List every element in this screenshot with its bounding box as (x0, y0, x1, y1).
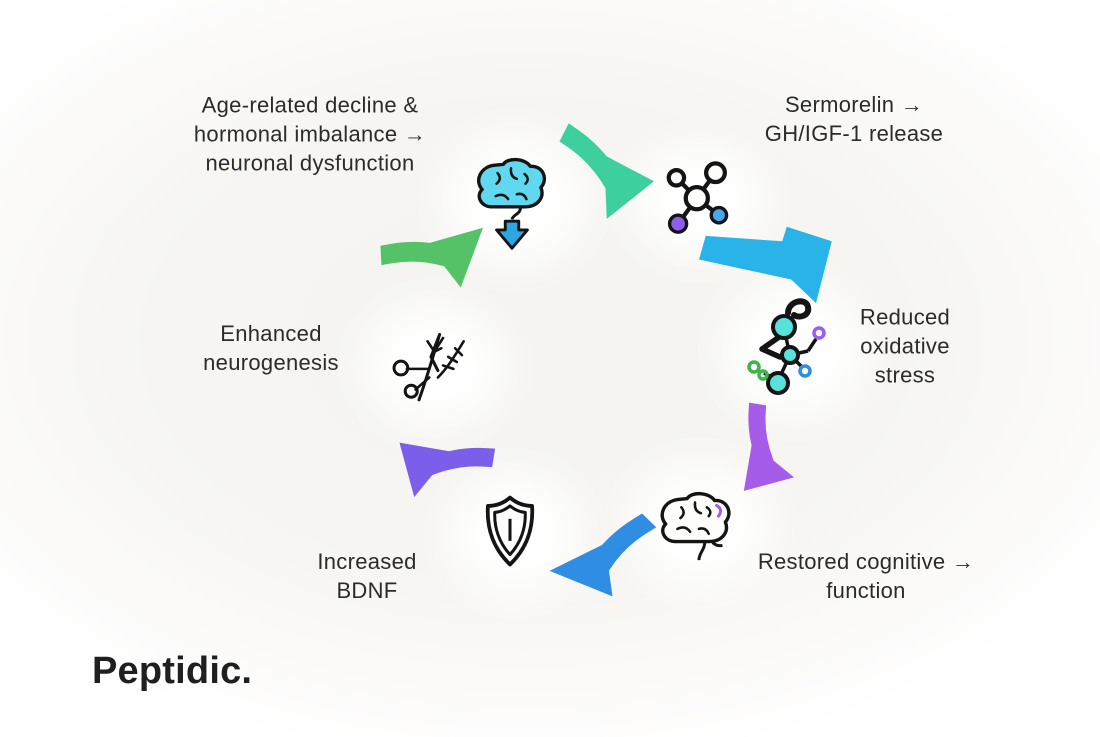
bent-arrow-down-left-icon (743, 402, 795, 491)
brain-decline-svg (477, 157, 546, 250)
label-age-related-decline: Age-related decline & hormonal imbalance… (194, 91, 426, 178)
bent-arrow-up-right-icon (380, 227, 483, 288)
neuron-dendrite-links (405, 367, 431, 391)
purple-spark (715, 503, 723, 518)
atom-cyan-mid (780, 345, 800, 365)
label-line: Restored cognitive → (757, 549, 975, 574)
brain-stem (510, 206, 523, 220)
molecule-svg (666, 161, 729, 234)
neuron-cell-2 (403, 383, 419, 399)
arrow-oxidative-to-cognitive (724, 402, 814, 510)
shield-svg (485, 495, 535, 567)
label-line: Increased (317, 549, 417, 574)
label-line: GH/IGF-1 release (764, 121, 944, 146)
atom-center (683, 185, 710, 212)
shield-icon (472, 492, 548, 570)
hook-bond (785, 298, 812, 320)
shield-inner (493, 504, 527, 557)
label-line: hormonal imbalance → (193, 121, 427, 147)
label-line: Reduced (859, 304, 951, 330)
atom-white-left (666, 168, 687, 188)
label-restored-cognitive-function: Restored cognitive → function (758, 547, 974, 605)
atom-blue-small (798, 364, 812, 378)
neuron-twigs-top (426, 336, 445, 355)
brain-outline (660, 491, 731, 544)
label-line: stress (874, 362, 936, 388)
atom-purple (667, 213, 689, 234)
neuron-cell-1 (392, 359, 410, 377)
bent-arrow-right-icon (559, 123, 654, 219)
label-line: function (826, 578, 906, 603)
label-increased-bdnf: Increased BDNF (317, 547, 416, 605)
molecule-icon (656, 154, 741, 239)
atom-white-top (704, 161, 727, 185)
brain-stem (697, 541, 723, 561)
brain-decline-icon (466, 148, 558, 254)
label-line: BDNF (336, 578, 398, 603)
arrow-sermorelin-to-oxidative (672, 214, 852, 314)
brand-logo: Peptidic. (92, 650, 253, 692)
atom-green-1 (747, 360, 761, 374)
arrow-decline-to-sermorelin (556, 123, 660, 242)
brain-outline (477, 157, 546, 209)
bent-arrow-left-icon (549, 513, 657, 597)
label-sermorelin-release: Sermorelin → GH/IGF-1 release (765, 90, 943, 148)
label-line: Sermorelin → (784, 92, 924, 117)
label-reduced-oxidative-stress: Reduced oxidative stress (860, 303, 950, 390)
neuron-svg (392, 332, 465, 402)
atom-purple-small (812, 326, 826, 340)
arrow-body (699, 226, 832, 304)
label-enhanced-neurogenesis: Enhanced neurogenesis (203, 319, 339, 377)
arrow-head (426, 227, 483, 288)
bent-arrow-up-left-icon (399, 442, 496, 498)
atom-blue (709, 205, 729, 225)
label-line: oxidative (860, 333, 950, 359)
arrow-neurogenesis-to-decline (380, 210, 502, 312)
brain-restored-icon (650, 478, 744, 568)
brain-folds (676, 501, 712, 536)
neuron-icon (388, 318, 474, 406)
bent-arrow-down-right-icon (699, 226, 832, 304)
brain-restored-svg (660, 491, 731, 561)
label-line: neuronal dysfunction (205, 150, 415, 176)
label-line: neurogenesis (203, 350, 339, 375)
arrow-head (399, 442, 452, 498)
shield-outer (485, 495, 535, 567)
atom-green-2 (757, 369, 769, 381)
arrow-head (743, 443, 795, 491)
arrow-head (604, 154, 654, 219)
neuron-stem (417, 332, 442, 402)
antioxidant-molecule-icon (742, 294, 842, 396)
molecule-bonds (674, 171, 721, 225)
label-line: Enhanced (220, 321, 322, 346)
atom-cyan-top (771, 314, 797, 340)
decline-down-arrow (495, 219, 529, 250)
antioxidant-svg (747, 298, 826, 395)
neuron-branch-right (436, 340, 465, 379)
arrow-cognitive-to-bdnf (542, 513, 668, 616)
halo (445, 470, 585, 600)
arrow-head (549, 543, 613, 597)
label-line: Age-related decline & (201, 92, 419, 118)
brain-folds (494, 166, 529, 201)
atom-cyan-bottom (766, 371, 790, 395)
arrow-bdnf-to-neurogenesis (384, 416, 496, 524)
